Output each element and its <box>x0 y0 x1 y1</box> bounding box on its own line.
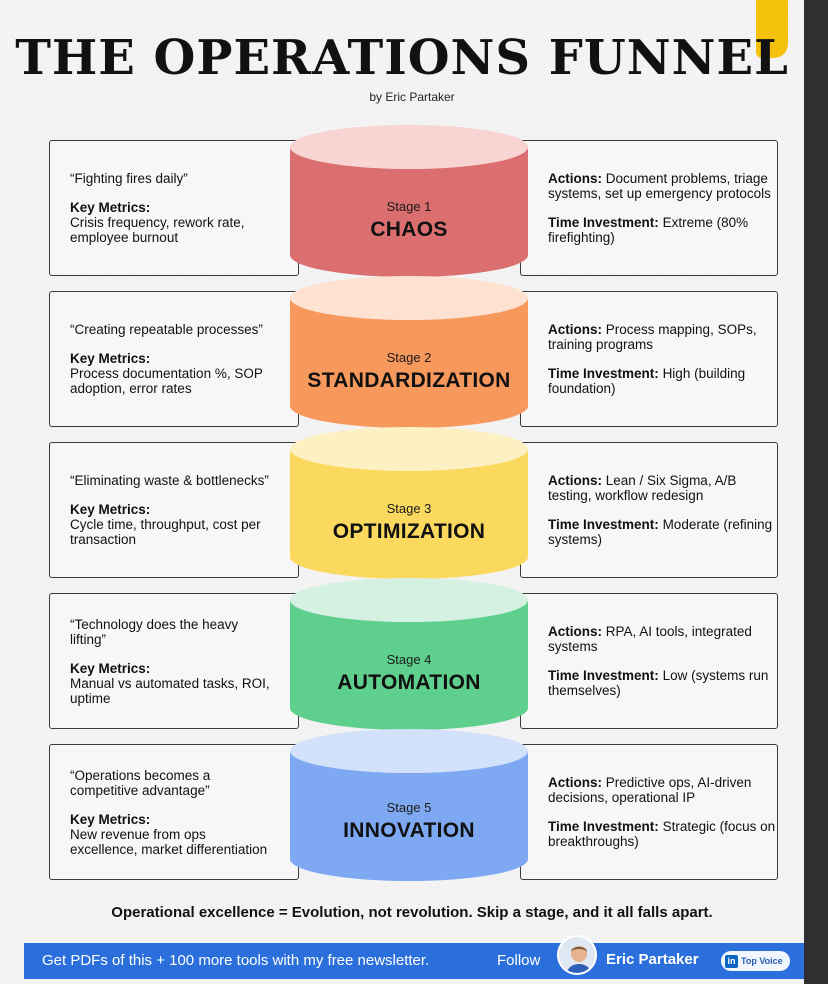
person-icon <box>559 937 595 973</box>
yellow-corner-tab <box>756 0 788 58</box>
newsletter-cta[interactable]: Get PDFs of this + 100 more tools with m… <box>42 952 430 969</box>
cylinder-top <box>290 729 528 773</box>
stage-name: OPTIMIZATION <box>332 520 486 543</box>
stage-5-left-card: “Operations becomes a competitive advant… <box>49 744 299 880</box>
metrics-label: Key Metrics: <box>70 351 151 366</box>
author-name[interactable]: Eric Partaker <box>606 951 699 968</box>
stage-number: Stage 5 <box>386 800 432 815</box>
stage-3-left-card: “Eliminating waste & bottlenecks” Key Met… <box>49 442 299 578</box>
actions-label: Actions: <box>548 473 602 488</box>
time-text: Moderate (refining systems) <box>548 517 773 547</box>
metrics-label: Key Metrics: <box>70 502 151 517</box>
byline: by Eric Partaker <box>369 90 455 104</box>
stage-2-right-card: Actions: Process mapping, SOPs, training… <box>520 291 778 427</box>
time-text: High (building foundation) <box>548 366 746 396</box>
actions-label: Actions: <box>548 322 602 337</box>
page-title: THE OPERATIONS FUNNEL <box>15 30 789 86</box>
stage-3-right-card: Actions: Lean / Six Sigma, A/B testing, … <box>520 442 778 578</box>
cylinder-top <box>290 578 528 622</box>
stage-1-left-card: “Fighting fires daily” Key Metrics:Crisis… <box>49 140 299 276</box>
footer-banner[interactable]: Get PDFs of this + 100 more tools with m… <box>24 935 804 979</box>
metrics-label: Key Metrics: <box>70 811 151 827</box>
actions-text: RPA, AI tools, integrated systems <box>548 624 752 654</box>
stage-5-right-card: Actions: Predictive ops, AI-driven decis… <box>520 744 778 880</box>
stage-quote: “Technology does the heavy lifting” <box>70 616 239 647</box>
time-text: Low (systems run themselves) <box>548 668 769 698</box>
metrics-text: Crisis frequency, rework rate, employee … <box>70 215 245 245</box>
actions-text: Predictive ops, AI-driven decisions, ope… <box>548 775 752 805</box>
linkedin-icon: in <box>725 954 738 968</box>
metrics-label: Key Metrics: <box>70 200 151 215</box>
stage-name: AUTOMATION <box>337 671 481 694</box>
stage-2-cylinder: Stage 2 STANDARDIZATION <box>290 276 528 428</box>
stage-name: STANDARDIZATION <box>307 369 511 392</box>
metrics-text: Manual vs automated tasks, ROI, uptime <box>70 675 270 706</box>
stage-quote: “Eliminating waste & bottlenecks” <box>70 473 269 488</box>
stage-quote: “Operations becomes a competitive advant… <box>70 767 211 798</box>
infographic-page: THE OPERATIONS FUNNEL by Eric Partaker “… <box>0 0 804 984</box>
stage-name: INNOVATION <box>343 819 475 842</box>
time-text: Strategic (focus on breakthroughs) <box>548 819 776 849</box>
stage-number: Stage 3 <box>386 501 432 516</box>
stage-2-left-card: “Creating repeatable processes” Key Metri… <box>49 291 299 427</box>
actions-label: Actions: <box>548 624 602 639</box>
metrics-label: Key Metrics: <box>70 660 151 676</box>
avatar <box>557 935 597 975</box>
stage-4-right-card: Actions: RPA, AI tools, integrated syste… <box>520 593 778 729</box>
metrics-text: Process documentation %, SOP adoption, e… <box>70 366 263 396</box>
follow-label: Follow <box>497 952 541 969</box>
stage-1-cylinder: Stage 1 CHAOS <box>290 125 528 277</box>
metrics-text: Cycle time, throughput, cost per transac… <box>70 517 261 547</box>
time-label: Time Investment: <box>548 517 659 532</box>
actions-text: Process mapping, SOPs, training programs <box>548 322 757 352</box>
stage-quote: “Creating repeatable processes” <box>70 322 263 337</box>
stage-name: CHAOS <box>370 218 448 241</box>
stage-number: Stage 1 <box>386 199 432 214</box>
top-voice-badge: in Top Voice <box>721 951 790 971</box>
metrics-text: New revenue from ops excellence, market … <box>70 826 268 857</box>
actions-label: Actions: <box>548 775 602 790</box>
cylinder-top <box>290 276 528 320</box>
time-label: Time Investment: <box>548 366 659 381</box>
stage-number: Stage 4 <box>386 652 432 667</box>
tagline: Operational excellence = Evolution, not … <box>111 904 713 921</box>
stage-1-right-card: Actions: Document problems, triage syste… <box>520 140 778 276</box>
cylinder-top <box>290 125 528 169</box>
time-label: Time Investment: <box>548 215 659 230</box>
badge-label: Top Voice <box>741 956 783 966</box>
time-label: Time Investment: <box>548 819 659 834</box>
stage-4-left-card: “Technology does the heavy lifting” Key M… <box>49 593 299 729</box>
actions-text: Document problems, triage systems, set u… <box>548 171 771 201</box>
time-text: Extreme (80% firefighting) <box>548 215 749 245</box>
stage-4-cylinder: Stage 4 AUTOMATION <box>290 578 528 730</box>
stage-number: Stage 2 <box>386 350 432 365</box>
actions-text: Lean / Six Sigma, A/B testing, workflow … <box>548 473 737 503</box>
time-label: Time Investment: <box>548 668 659 683</box>
actions-label: Actions: <box>548 171 602 186</box>
window-gutter <box>804 0 828 984</box>
stage-3-cylinder: Stage 3 OPTIMIZATION <box>290 427 528 579</box>
cylinder-top <box>290 427 528 471</box>
stage-quote: “Fighting fires daily” <box>70 171 188 186</box>
stage-5-cylinder: Stage 5 INNOVATION <box>290 729 528 881</box>
